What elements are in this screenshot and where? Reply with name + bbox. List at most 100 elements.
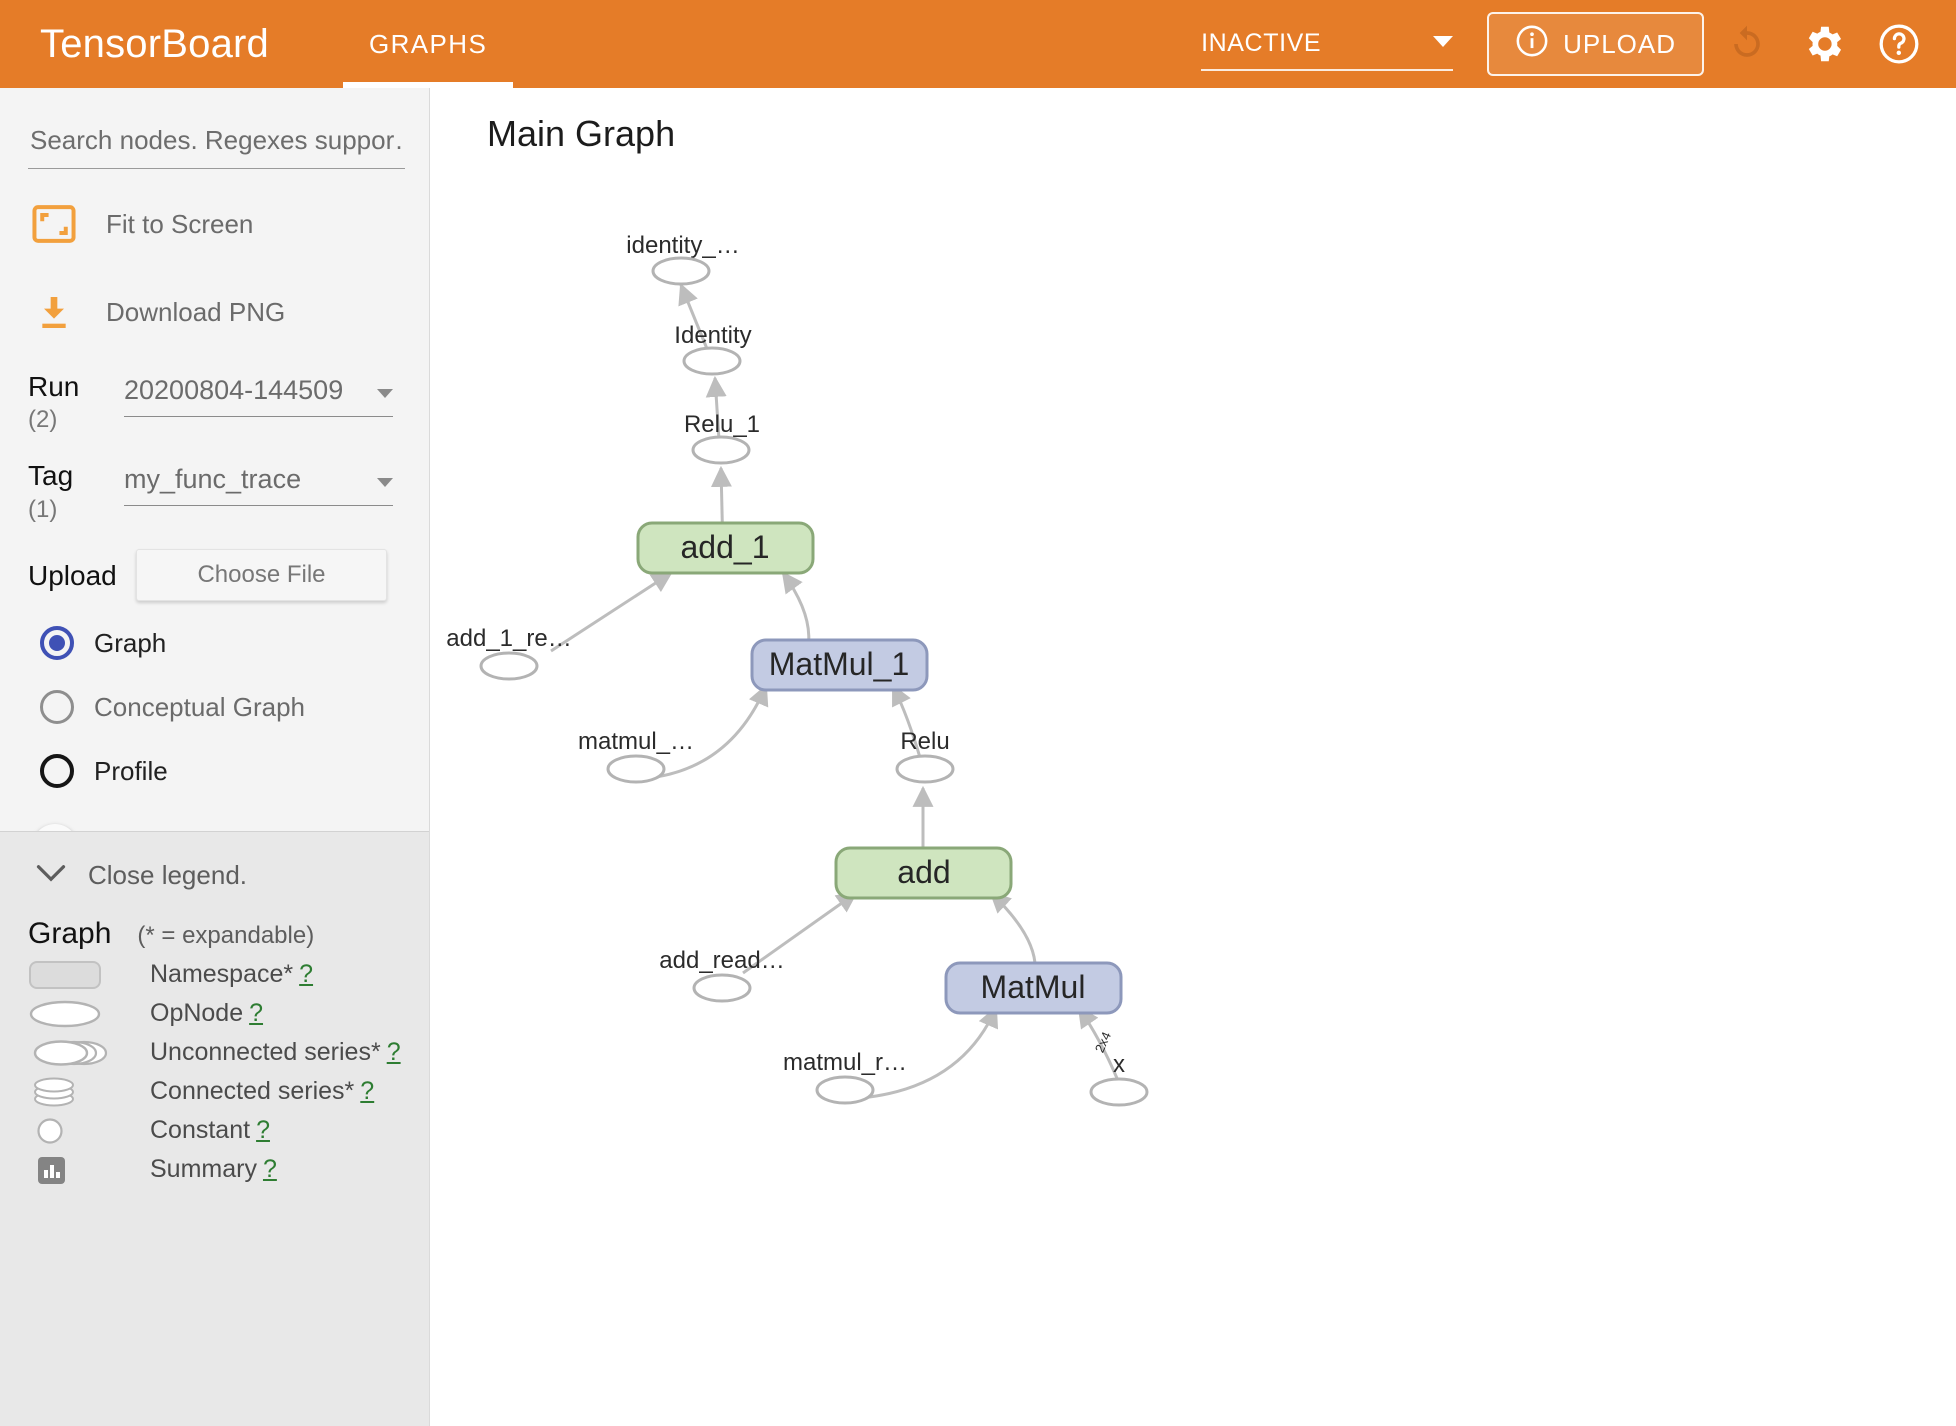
- legend-label-opnode: OpNode: [150, 999, 244, 1027]
- legend-item-opnode: OpNode?: [28, 998, 429, 1029]
- edge-add1read-to-add1: [550, 571, 673, 653]
- edge-addread-to-add: [742, 891, 858, 975]
- help-link-namespace[interactable]: ?: [299, 960, 314, 988]
- node-relu[interactable]: [895, 754, 955, 784]
- node-identity-out[interactable]: [651, 256, 711, 286]
- node-add[interactable]: [834, 846, 1013, 900]
- tag-value: my_func_trace: [124, 464, 302, 495]
- opnode-ellipse-icon: [28, 999, 114, 1029]
- brand-title: TensorBoard: [40, 21, 269, 66]
- node-matmul-read-1[interactable]: [606, 754, 666, 784]
- tag-dropdown[interactable]: my_func_trace: [124, 464, 393, 507]
- connected-series-icon: [28, 1076, 114, 1108]
- run-status-label: INACTIVE: [1201, 28, 1322, 57]
- radio-conceptual-graph-label: Conceptual Graph: [94, 691, 306, 722]
- tag-count: (1): [28, 495, 58, 523]
- run-dropdown[interactable]: 20200804-144509: [124, 375, 393, 417]
- node-label-add: add: [897, 854, 950, 890]
- fit-to-screen-button[interactable]: Fit to Screen: [28, 191, 429, 257]
- run-status-dropdown[interactable]: INACTIVE: [1201, 17, 1454, 71]
- node-relu-1[interactable]: [691, 435, 751, 465]
- tab-bar: GRAPHS: [343, 0, 514, 88]
- legend-label-constant: Constant: [150, 1116, 251, 1144]
- help-link-summary[interactable]: ?: [262, 1155, 277, 1183]
- legend-item-summary: Summary?: [28, 1154, 429, 1185]
- help-link-unconnected-series[interactable]: ?: [386, 1038, 401, 1066]
- choose-file-button[interactable]: Choose File: [136, 549, 387, 602]
- node-label-identity-out: identity_…: [626, 232, 739, 259]
- node-label-add-1: add_1: [681, 529, 770, 565]
- help-icon[interactable]: [1866, 11, 1932, 77]
- run-field-label: Run (2): [28, 371, 124, 434]
- node-label-add-1-read: add_1_re…: [446, 625, 571, 652]
- node-matmul-read[interactable]: [815, 1075, 875, 1105]
- legend-title-row: Graph (* = expandable): [28, 917, 429, 951]
- node-add-1[interactable]: [636, 521, 815, 575]
- node-add-1-read[interactable]: [479, 651, 539, 681]
- tab-graphs[interactable]: GRAPHS: [343, 0, 514, 88]
- download-png-label: Download PNG: [106, 296, 286, 327]
- node-matmul[interactable]: [944, 961, 1123, 1015]
- chevron-down-icon: [377, 478, 393, 488]
- node-x[interactable]: [1089, 1077, 1149, 1107]
- unconnected-series-icon: [28, 1038, 114, 1068]
- run-count: (2): [28, 406, 58, 434]
- close-legend-label: Close legend.: [88, 860, 247, 890]
- legend-item-constant: Constant?: [28, 1115, 429, 1146]
- summary-square-icon: [28, 1154, 114, 1186]
- legend-item-connected-series: Connected series*?: [28, 1076, 429, 1107]
- radio-profile[interactable]: Profile: [40, 749, 429, 793]
- legend-label-unconnected-series: Unconnected series*: [150, 1038, 381, 1066]
- radio-graph-control: [40, 626, 74, 661]
- node-label-matmul-read-1: matmul_…: [578, 728, 694, 755]
- edge-matmulread1-to-matmul1: [648, 684, 769, 780]
- radio-profile-control: [40, 754, 74, 789]
- help-link-constant[interactable]: ?: [256, 1116, 270, 1144]
- radio-graph[interactable]: Graph: [40, 621, 429, 665]
- help-link-opnode[interactable]: ?: [249, 999, 264, 1027]
- tab-graphs-label: GRAPHS: [369, 28, 488, 59]
- radio-graph-label: Graph: [94, 627, 167, 658]
- top-bar-actions: INACTIVE UPLOAD: [1201, 0, 1932, 88]
- graph-svg[interactable]: identity_… Identity Relu_1 add_1 add_1_r…: [431, 88, 1956, 1426]
- node-label-matmul-1: MatMul_1: [769, 646, 910, 682]
- search-input[interactable]: [28, 124, 405, 169]
- page-title: Main Graph: [487, 113, 676, 154]
- radio-conceptual-graph[interactable]: Conceptual Graph: [40, 685, 429, 729]
- tag-field-label: Tag (1): [28, 460, 124, 523]
- legend-label-connected-series: Connected series*: [150, 1077, 355, 1105]
- legend-item-namespace: Namespace*?: [28, 959, 429, 990]
- upload-button-label: UPLOAD: [1563, 28, 1676, 59]
- gear-icon[interactable]: [1790, 11, 1856, 77]
- graph-canvas[interactable]: Main Graph identity_… Id: [431, 88, 1956, 1426]
- node-add-read[interactable]: [692, 973, 752, 1003]
- node-identity[interactable]: [682, 346, 742, 376]
- info-icon: [1515, 24, 1549, 65]
- chevron-down-icon: [1433, 35, 1454, 47]
- run-field: Run (2) 20200804-144509: [28, 371, 429, 434]
- tag-field: Tag (1) my_func_trace: [28, 460, 429, 523]
- chevron-down-icon: [377, 389, 393, 398]
- legend-label-summary: Summary: [150, 1155, 257, 1183]
- fit-to-screen-label: Fit to Screen: [106, 208, 254, 239]
- close-legend-button[interactable]: Close legend.: [36, 860, 429, 891]
- chevron-down-icon: [36, 864, 66, 887]
- help-link-connected-series[interactable]: ?: [360, 1077, 375, 1105]
- legend-item-unconnected-series: Unconnected series*?: [28, 1037, 429, 1068]
- node-label-x: x: [1113, 1051, 1125, 1078]
- node-label-matmul: MatMul: [981, 969, 1086, 1005]
- refresh-icon[interactable]: [1714, 11, 1780, 77]
- node-label-matmul-read: matmul_r…: [783, 1049, 907, 1076]
- node-label-add-read: add_read…: [659, 947, 784, 974]
- run-value: 20200804-144509: [124, 375, 344, 405]
- top-app-bar: TensorBoard GRAPHS INACTIVE UPLOAD: [0, 0, 1956, 88]
- tag-label-text: Tag: [28, 460, 74, 492]
- node-matmul-1[interactable]: [750, 638, 929, 692]
- upload-button[interactable]: UPLOAD: [1487, 12, 1704, 76]
- search-field-wrapper: [28, 124, 405, 169]
- legend-note: (* = expandable): [137, 922, 315, 949]
- run-label-text: Run: [28, 371, 80, 402]
- download-png-button[interactable]: Download PNG: [28, 279, 429, 345]
- upload-label: Upload: [28, 559, 117, 591]
- fit-to-screen-icon: [28, 205, 80, 243]
